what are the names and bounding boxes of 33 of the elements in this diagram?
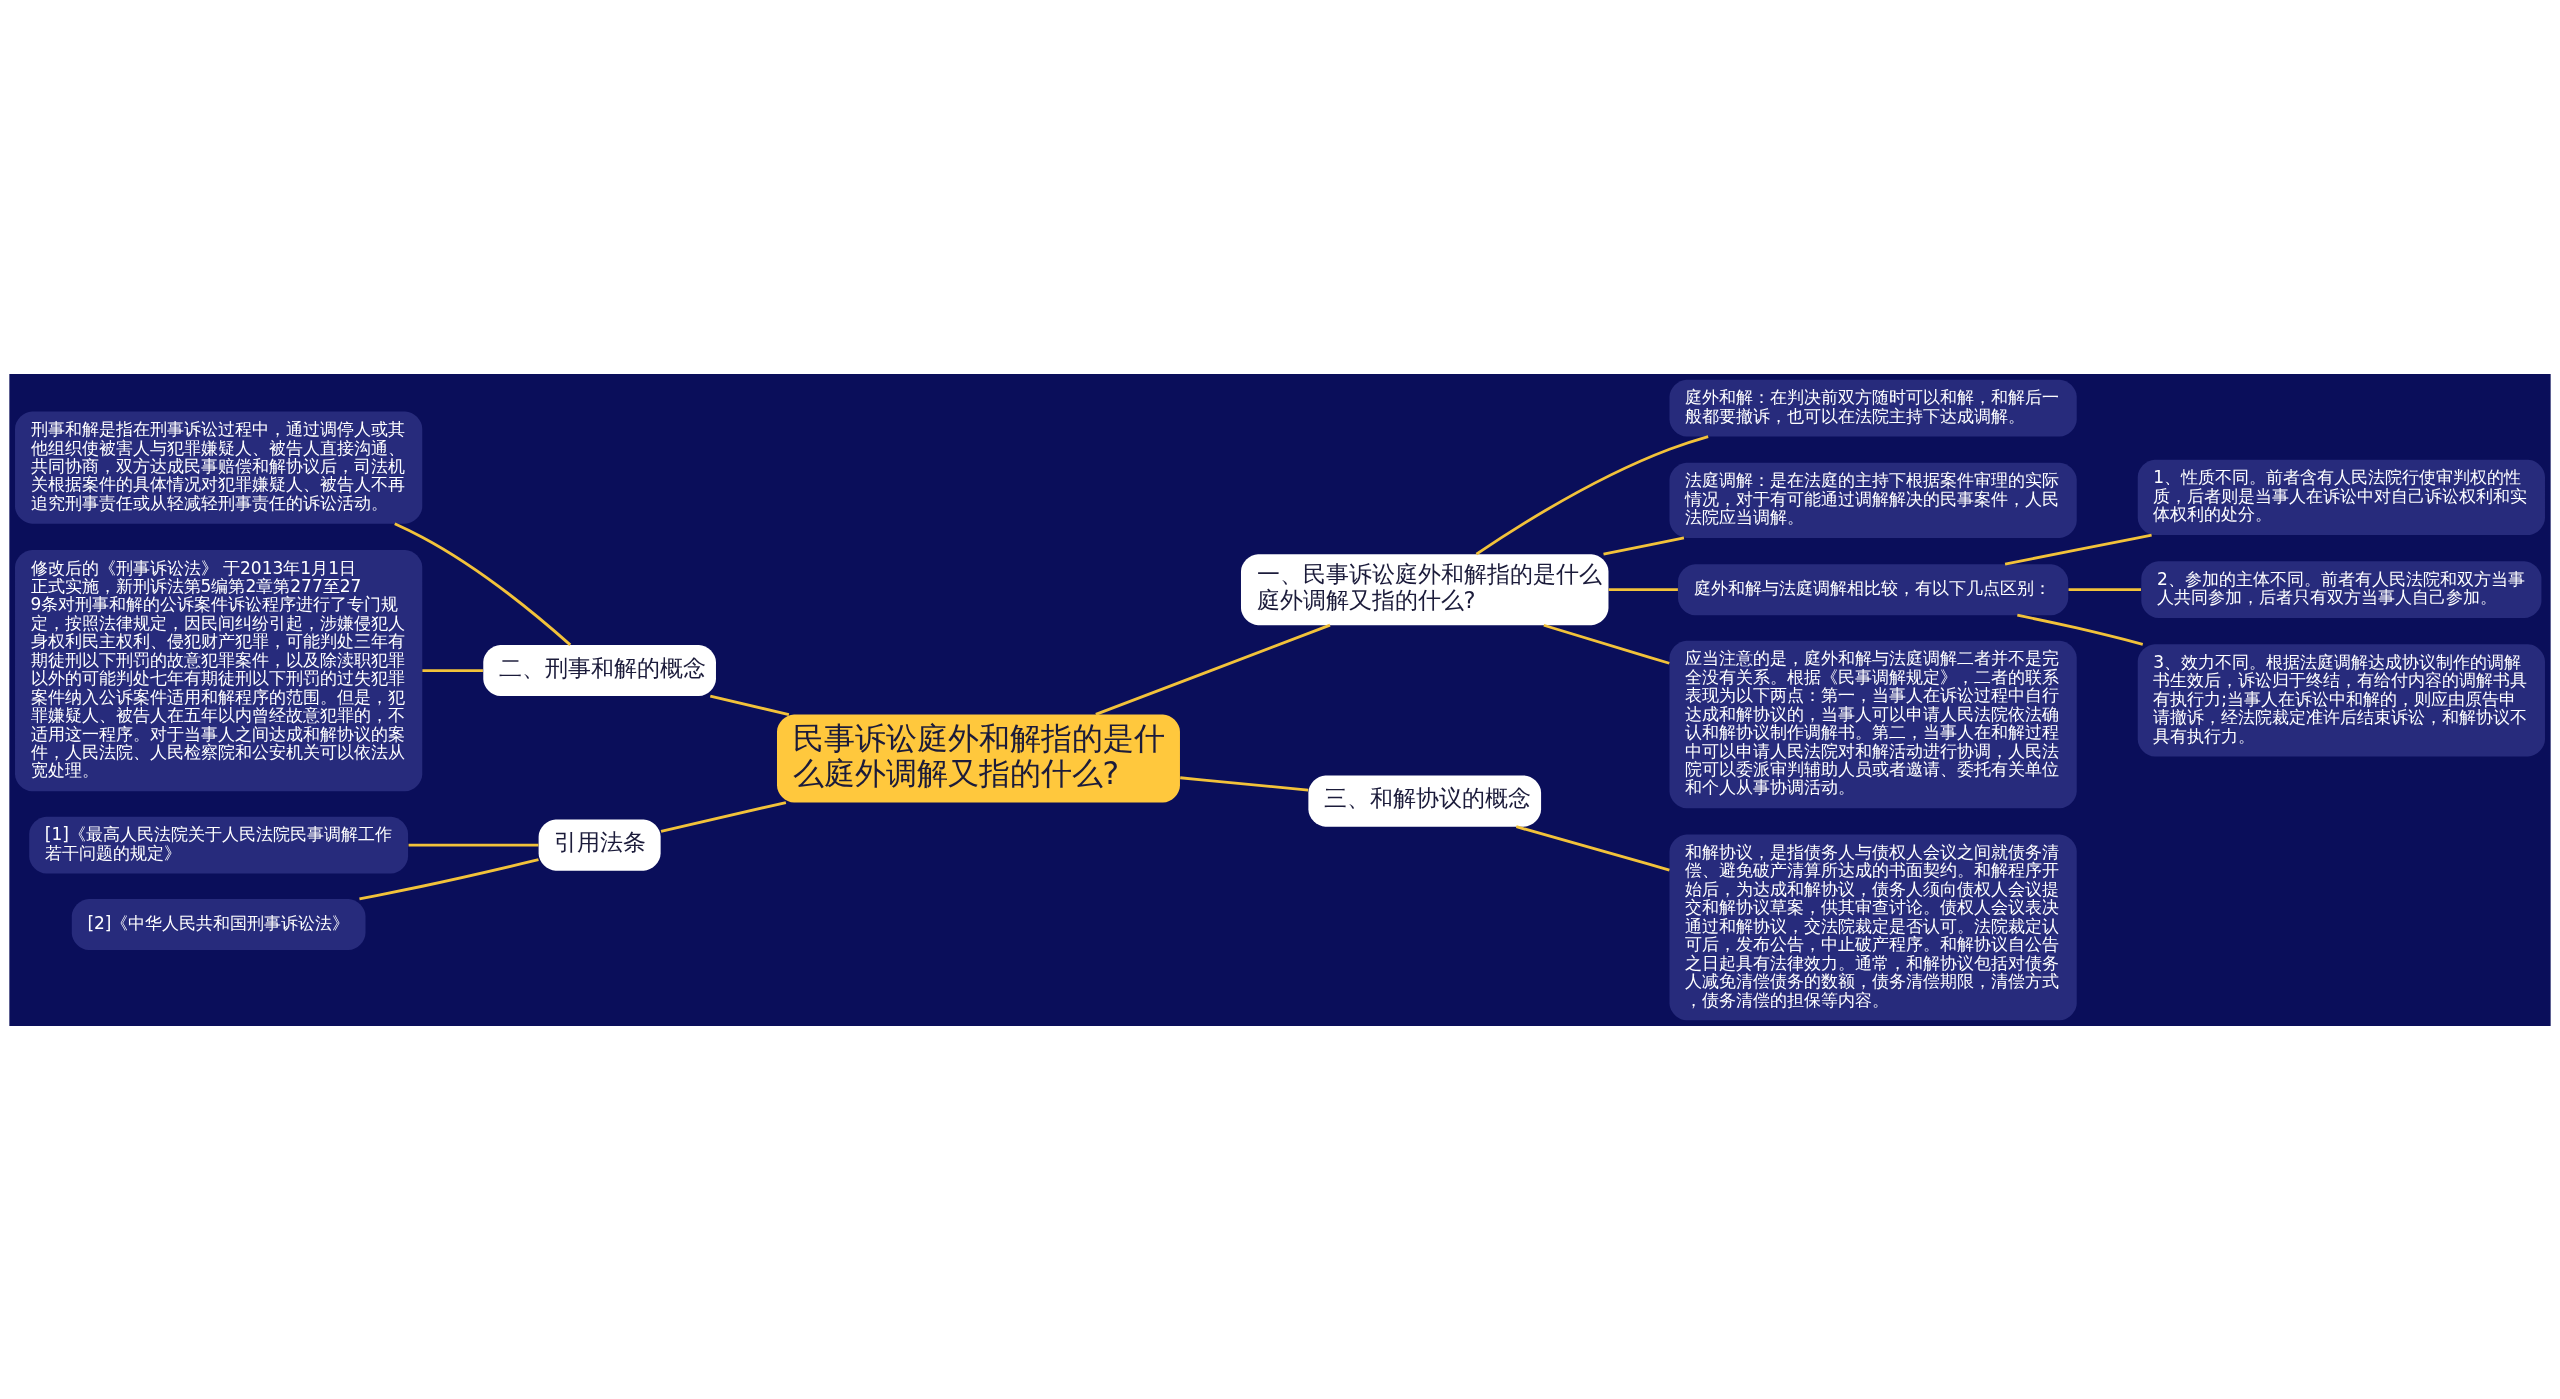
connector — [1603, 536, 1685, 555]
connector — [709, 694, 790, 716]
connector — [2017, 613, 2144, 646]
connector — [1608, 587, 1678, 591]
node-box: 引用法条 — [538, 819, 661, 871]
node-box: 1、性质不同。前者含有人民法院行使审判权的性质，后者则是当事人在诉讼中对自己诉讼权利和实体权利的处分。 — [2137, 459, 2545, 535]
node-box: 应当注意的是，庭外和解与法庭调解二者并不是完全没有关系。根据《民事调解规定》，二者的联系表现为以下两点：第一，当事人在诉讼过程中自行达成和解协议的，当事人可以申请人民法院依法确认和解协议制作调解书。第二，当事人在和解过程中可以申请人民法院对和解活动进行协调，人民法院可以委派审判辅助人员或者邀请、委托有关单位和个人从事协调活动。 — [1669, 640, 2077, 808]
connector — [2004, 533, 2152, 565]
connector — [1515, 824, 1670, 871]
node-box: 法庭调解：是在法庭的主持下根据案件审理的实际情况，对于有可能通过调解解决的民事案件，人民法院应当调解。 — [1669, 462, 2077, 538]
connector — [1475, 434, 1709, 555]
node-box: 二、刑事和解的概念 — [483, 644, 716, 696]
node-box: 一、民事诉讼庭外和解指的是什么庭外调解又指的什么? — [1241, 553, 1609, 625]
node-box: 民事诉讼庭外和解指的是什么庭外调解又指的什么? — [777, 714, 1180, 802]
node-box: 三、和解协议的概念 — [1308, 775, 1542, 827]
connector — [394, 521, 572, 646]
node-box: 修改后的《刑事诉讼法》 于2013年1月1日正式实施，新刑诉法第5编第2章第277至279条对刑事和解的公诉案件诉讼程序进行了专门规定，按照法律规定，因民间纠纷引起，涉嫌侵犯人身权利民主权利、侵犯财产犯罪，可能判处三年有期徒刑以下刑罚的故意犯罪案件，以及除渎职犯罪以外的可能判处七年有期徒刑以下刑罚的过失犯罪案件纳入公诉案件适用和解程序的范围。但是，犯罪嫌疑人、被告人在五年以内曾经故意犯罪的，不适用这一程序。对于当事人之间达成和解协议的案件，人民法院、人民检察院和公安机关可以依法从宽处理。 — [15, 549, 423, 791]
node-box: 2、参加的主体不同。前者有人民法院和双方当事人共同参加，后者只有双方当事人自己参加。 — [2141, 560, 2542, 618]
node-box: 和解协议，是指债务人与债权人会议之间就债务清偿、避免破产清算所达成的书面契约。和解程序开始后，为达成和解协议，债务人须向债权人会议提交和解协议草案，供其审查讨论。债权人会议表决通过和解协议，交法院裁定是否认可。法院裁定认可后，发布公告，中止破产程序。和解协议自公告之日起具有法律效力。通常，和解协议包括对债务人减免清偿债务的数额，债务清偿期限，清偿方式，债务清偿的担保等内容。 — [1669, 833, 2077, 1020]
connector — [2068, 587, 2141, 591]
connector — [660, 800, 787, 833]
connector — [359, 857, 539, 900]
connector — [1095, 623, 1331, 716]
node-box: 刑事和解是指在刑事诉讼过程中，通过调停人或其他组织使被害人与犯罪嫌疑人、被告人直接沟通、共同协商，双方达成民事赔偿和解协议后，司法机关根据案件的具体情况对犯罪嫌疑人、被告人不再追究刑事责任或从轻减轻刑事责任的诉讼活动。 — [15, 411, 423, 524]
connector — [1180, 775, 1309, 791]
connector — [1543, 623, 1670, 665]
node-box: 庭外和解：在判决前双方随时可以和解，和解后一般都要撤诉，也可以在法院主持下达成调解。 — [1669, 379, 2077, 436]
node-box: 庭外和解与法庭调解相比较，有以下几点区别： — [1678, 563, 2069, 615]
node-box: 3、效力不同。根据法庭调解达成协议制作的调解书生效后，诉讼归于终结，有给付内容的调解书具有执行力;当事人在诉讼中和解的，则应由原告申请撤诉，经法院裁定准许后结束诉讼，和解协议不具有执行力。 — [2137, 643, 2545, 756]
node-box: [1]《最高人民法院关于人民法院民事调解工作若干问题的规定》 — [29, 816, 409, 873]
connector — [422, 668, 483, 672]
node-box: [2]《中华人民共和国刑事诉讼法》 — [71, 898, 366, 950]
connector — [408, 843, 539, 846]
